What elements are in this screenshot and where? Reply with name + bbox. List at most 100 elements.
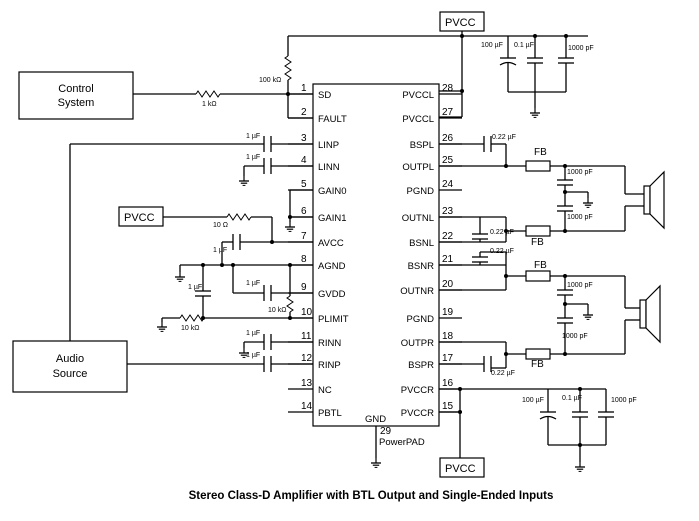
cap-rinn-label: 1 µF — [246, 330, 260, 337]
pin-15-name: PVCCR — [401, 408, 434, 419]
pin-11-name: RINN — [318, 338, 341, 349]
pin-4-name: LINN — [318, 162, 340, 173]
pin-5-name: GAIN0 — [318, 186, 347, 197]
pin-20-name: OUTNR — [400, 286, 434, 297]
cap-l1-label: 1000 pF — [567, 169, 593, 176]
cap-01u-bottom-label: 0.1 µF — [562, 395, 582, 402]
cap-linp-label: 1 µF — [246, 133, 260, 140]
pin-7-name: AVCC — [318, 238, 344, 249]
cap-bspr-label: 0.22 µF — [491, 370, 515, 377]
res-1k-label: 1 kΩ — [202, 101, 217, 108]
pin-2-number: 2 — [301, 107, 307, 118]
pvcc-bottom-supply: 100 µF 0.1 µF 1000 pF PVCC — [439, 387, 637, 478]
pin-1-name: SD — [318, 90, 331, 101]
pin-3-name: LINP — [318, 140, 339, 151]
pin-4-number: 4 — [301, 155, 307, 166]
cap-gvdd-label: 1 µF — [246, 280, 260, 287]
cap-bsnr-label: 0.22 µF — [490, 248, 514, 255]
pin-26-number: 26 — [442, 133, 454, 144]
pvcc-top-label: PVCC — [445, 17, 476, 29]
cap-100u-bottom-label: 100 µF — [522, 397, 544, 404]
ic-right-pins: 28PVCCL27PVCCL26BSPL25OUTPL24PGND23OUTNL… — [400, 83, 462, 419]
pin-16-number: 16 — [442, 378, 454, 389]
cap-01u-top-label: 0.1 µF — [514, 42, 534, 49]
bias-network: PVCC 10 Ω 1 µF 1 µF 10 kΩ — [118, 189, 313, 333]
pin-29-number: 29 — [380, 426, 392, 437]
pin-17-number: 17 — [442, 353, 454, 364]
pin-23-name: OUTNL — [402, 213, 434, 224]
pin-15-number: 15 — [442, 401, 454, 412]
pin-23-number: 23 — [442, 206, 454, 217]
control-system-block: Control System 1 kΩ 100 kΩ — [18, 36, 313, 120]
res-10k-upper-label: 10 kΩ — [268, 307, 286, 314]
pin-22-name: BSNL — [409, 238, 434, 249]
pin-24-name: PGND — [407, 186, 435, 197]
audio-line-1: Audio — [56, 353, 84, 365]
fb-label-2: FB — [531, 237, 544, 248]
control-line-1: Control — [58, 83, 93, 95]
pin-5-number: 5 — [301, 179, 307, 190]
pin-1-number: 1 — [301, 83, 307, 94]
res-10ohm-label: 10 Ω — [213, 222, 228, 229]
fb-label-4: FB — [531, 359, 544, 370]
ferrite-bead-3 — [525, 270, 551, 282]
pin-8-number: 8 — [301, 254, 307, 265]
pin-9-number: 9 — [301, 282, 307, 293]
audio-line-2: Source — [53, 368, 88, 380]
res-10k-lower-label: 10 kΩ — [181, 325, 199, 332]
cap-bspl-label: 0.22 µF — [492, 134, 516, 141]
ferrite-bead-4 — [525, 348, 551, 360]
pin-19-number: 19 — [442, 307, 454, 318]
control-line-2: System — [58, 97, 95, 109]
speaker-right-icon — [639, 284, 661, 344]
cap-l2-label: 1000 pF — [567, 214, 593, 221]
audio-source-block: Audio Source — [12, 143, 264, 393]
pin-6-name: GAIN1 — [318, 213, 347, 224]
pin-13-name: NC — [318, 385, 332, 396]
cap-avcc-label: 1 µF — [213, 247, 227, 254]
cap-plimit-label: 1 µF — [188, 284, 202, 291]
ferrite-bead-1 — [525, 160, 551, 172]
input-coupling: 1 µF 1 µF 1 µF 1 µF — [238, 133, 313, 372]
pin-2-name: FAULT — [318, 114, 347, 125]
pin-10-name: PLIMIT — [318, 314, 349, 325]
cap-r2-label: 1000 pF — [562, 333, 588, 340]
pvcc-bottom-label: PVCC — [445, 463, 476, 475]
pin-26-name: BSPL — [410, 140, 434, 151]
powerpad-label: PowerPAD — [379, 437, 425, 448]
cap-rinp-label: 1 µF — [246, 352, 260, 359]
pin-27-name: PVCCL — [402, 114, 434, 125]
pin-12-name: RINP — [318, 360, 341, 371]
pin-28-number: 28 — [442, 83, 454, 94]
pin-28-name: PVCCL — [402, 90, 434, 101]
speaker-left-icon — [643, 170, 665, 230]
pin-8-name: AGND — [318, 261, 346, 272]
pin-25-number: 25 — [442, 155, 454, 166]
fb-label-3: FB — [534, 260, 547, 271]
cap-bsnl-label: 0.22 µF — [490, 229, 514, 236]
pin-18-number: 18 — [442, 331, 454, 342]
cap-1000p-top-label: 1000 pF — [568, 45, 594, 52]
pin-22-number: 22 — [442, 231, 454, 242]
fb-label-1: FB — [534, 147, 547, 158]
right-output-stage: 0.22 µF FB 1000 pF 1000 pF FB 0.22 — [439, 248, 661, 377]
left-output-stage: 0.22 µF FB 1000 pF 1000 pF 0.22 µF FB — [439, 134, 665, 248]
pin-3-number: 3 — [301, 133, 307, 144]
pin-24-number: 24 — [442, 179, 454, 190]
pin-13-number: 13 — [301, 378, 313, 389]
pin-17-name: BSPR — [408, 360, 434, 371]
cap-100u-top-label: 100 µF — [481, 42, 503, 49]
pin-27-number: 27 — [442, 107, 454, 118]
cap-r1-label: 1000 pF — [567, 282, 593, 289]
pin-7-number: 7 — [301, 231, 307, 242]
pin-14-name: PBTL — [318, 408, 342, 419]
ferrite-bead-2 — [525, 225, 551, 237]
pin-19-name: PGND — [407, 314, 435, 325]
pvcc-bottom-box — [439, 457, 485, 478]
pin-14-number: 14 — [301, 401, 313, 412]
amplifier-ic: 1SD2FAULT3LINP4LINN5GAIN06GAIN17AVCC8AGN… — [288, 83, 462, 469]
pvcc-top-supply: PVCC 100 µF 0.1 µF 1000 pF — [288, 11, 594, 119]
cap-1000p-bottom-label: 1000 pF — [611, 397, 637, 404]
pin-11-number: 11 — [301, 331, 312, 342]
